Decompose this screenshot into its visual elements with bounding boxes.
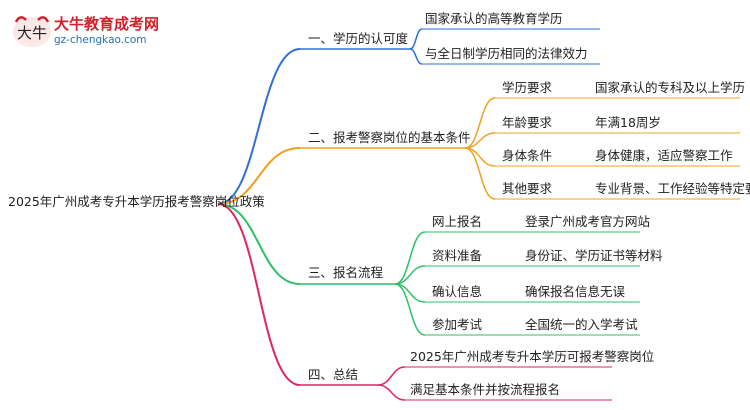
connector-root-branch3 [217,203,301,285]
detail-physical-condition: 身体健康，适应警察工作 [595,148,733,163]
connector-branch4-leaf-0 [377,366,406,386]
connector-branch4-leaf-1 [377,384,406,401]
branch-registration-process: 三、报名流程 [308,265,384,280]
connector-branch3-leaf-1 [394,265,426,285]
logo-site-url: gz-chengkao.com [54,34,147,46]
branch-basic-conditions: 二、报考警察岗位的基本条件 [308,130,471,145]
leaf-education-requirement: 学历要求 [502,80,553,95]
root-topic: 2025年广州成考专升本学历报考警察岗位政策 [8,194,265,209]
connector-branch2-leaf-3 [464,147,496,200]
connector-root-branch2 [217,147,301,205]
connector-branch1-leaf-0 [409,28,423,50]
detail-confirm-information: 确保报名信息无误 [525,284,626,299]
connector-branch3-leaf-3 [394,283,426,336]
leaf-physical-condition: 身体条件 [502,148,553,163]
leaf-other-requirements: 其他要求 [502,181,553,196]
detail-online-registration: 登录广州成考官方网站 [525,214,651,229]
connector-branch2-leaf-0 [464,97,496,149]
detail-age-requirement: 年满18周岁 [595,115,661,130]
leaf-national-degree: 国家承认的高等教育学历 [425,11,563,26]
detail-document-preparation: 身份证、学历证书等材料 [525,248,663,263]
branch-summary: 四、总结 [308,367,359,382]
leaf-summary-follow-process: 满足基本条件并按流程报名 [410,382,561,397]
leaf-take-exam: 参加考试 [432,317,483,332]
detail-take-exam: 全国统一的入学考试 [525,317,638,332]
leaf-confirm-information: 确认信息 [432,284,483,299]
bull-logo-icon: 大牛 [13,16,51,47]
leaf-online-registration: 网上报名 [432,214,483,229]
connector-branch3-leaf-0 [394,231,426,285]
detail-other-requirements: 专业背景、工作经验等特定要求 [595,181,750,196]
leaf-equal-legal-effect: 与全日制学历相同的法律效力 [425,46,588,61]
svg-text:大牛: 大牛 [17,24,47,42]
logo-site-name: 大牛教育成考网 [54,15,160,33]
connector-branch2-leaf-1 [464,132,496,149]
leaf-document-preparation: 资料准备 [432,248,483,263]
detail-education-requirement: 国家承认的专科及以上学历 [595,80,746,95]
connector-branch1-leaf-1 [409,48,423,65]
leaf-age-requirement: 年龄要求 [502,115,553,130]
leaf-summary-eligible: 2025年广州成考专升本学历可报考警察岗位 [410,349,655,364]
connector-root-branch1 [217,48,301,205]
branch-academic-recognition: 一、学历的认可度 [308,31,409,46]
connector-root-branch4 [217,203,301,386]
